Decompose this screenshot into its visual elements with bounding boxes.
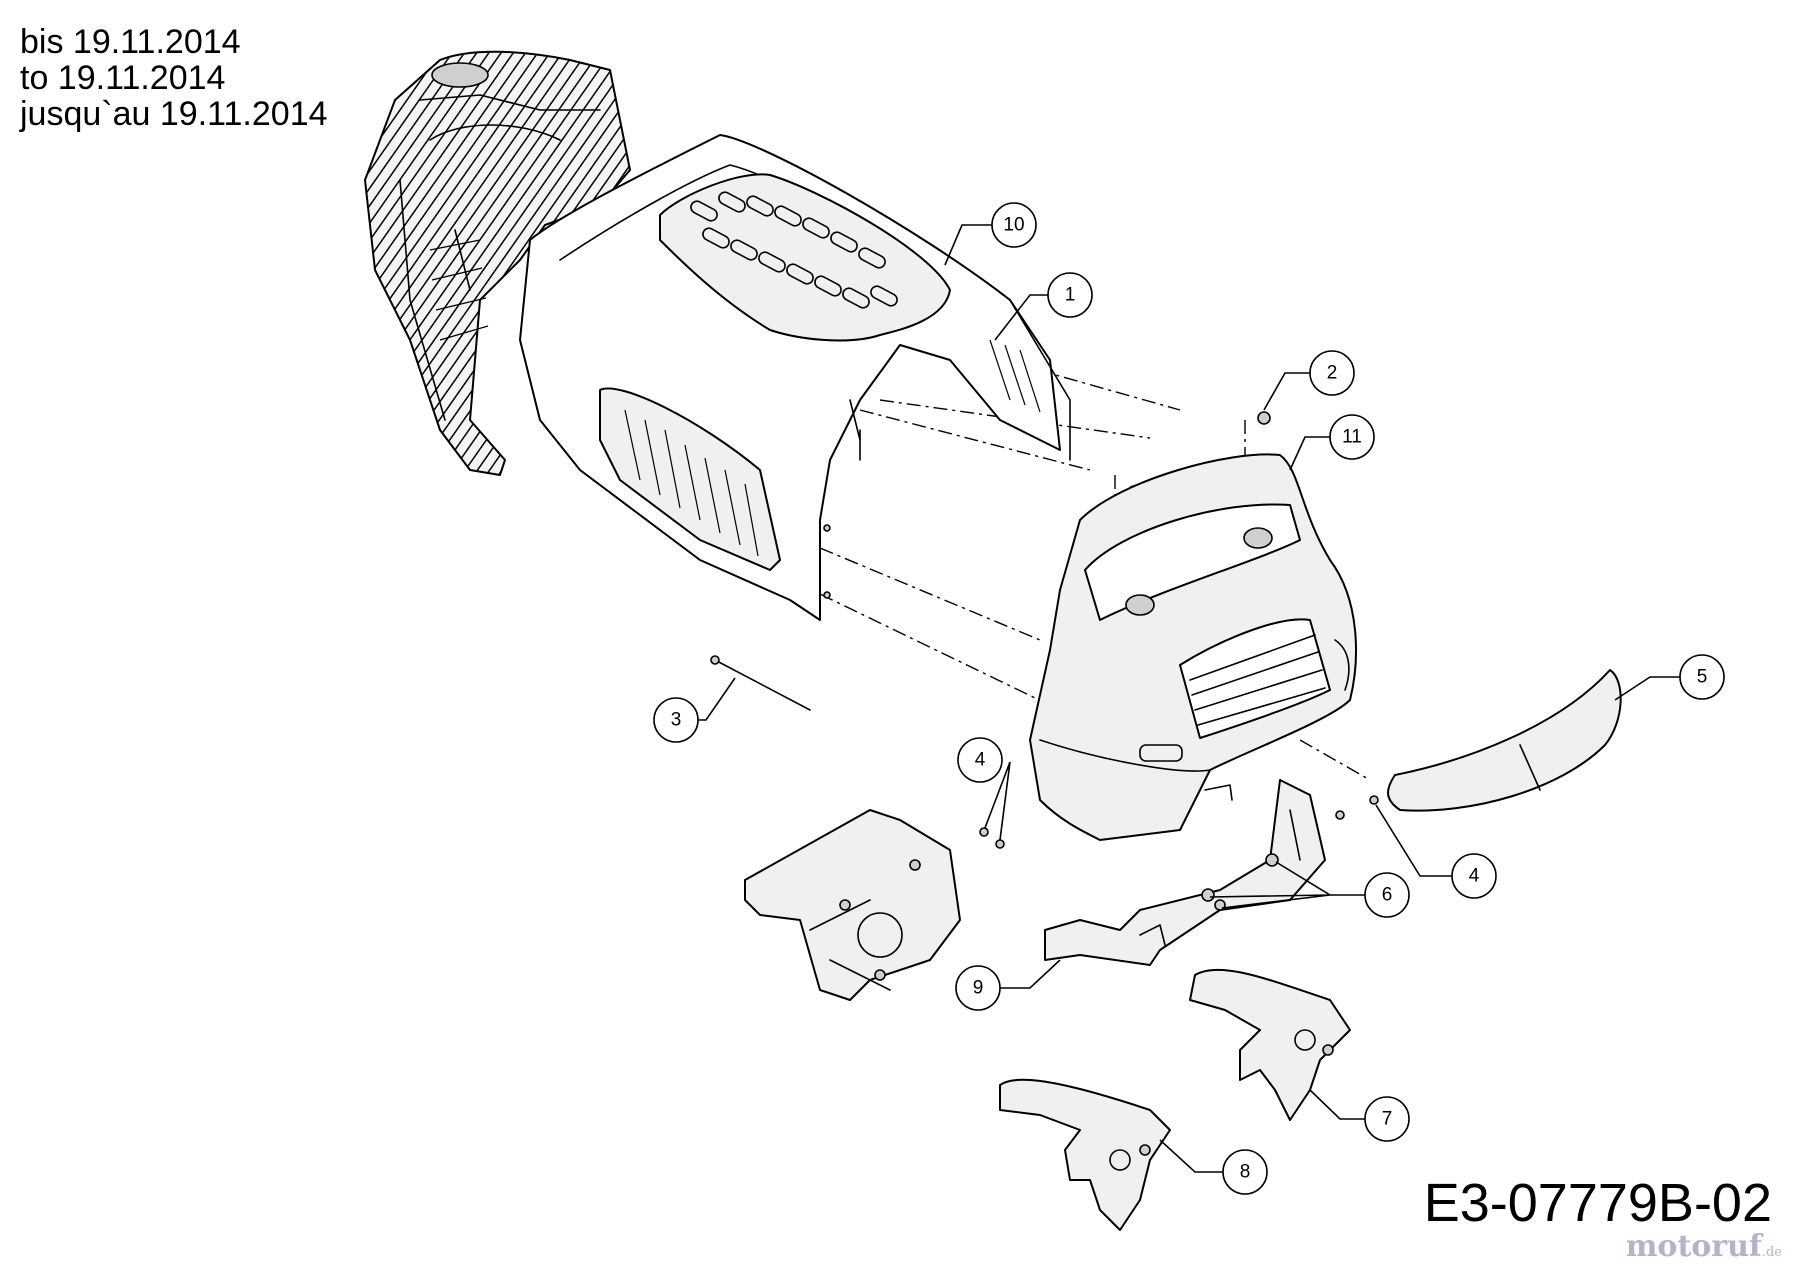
drawing-code: E3-07779B-02 <box>1423 1173 1772 1233</box>
hood <box>519 134 1071 621</box>
cable-tie <box>710 655 811 711</box>
screws <box>979 795 1379 849</box>
callout-1: 1 <box>1047 272 1093 318</box>
callout-8-label: 8 <box>1240 1162 1251 1183</box>
callout-3: 3 <box>653 697 699 743</box>
callout-9: 9 <box>955 965 1001 1011</box>
watermark-logo: motoruf.de <box>1626 1229 1782 1264</box>
callout-4-right-label: 4 <box>1469 866 1480 887</box>
callout-2-label: 2 <box>1327 363 1338 384</box>
callout-7: 7 <box>1364 1096 1410 1142</box>
callout-3-label: 3 <box>671 710 682 731</box>
callout-6: 6 <box>1364 872 1410 918</box>
callout-10-label: 10 <box>1003 215 1024 236</box>
callout-11: 11 <box>1329 414 1375 460</box>
callout-4-left: 4 <box>957 737 1003 783</box>
callout-7-label: 7 <box>1382 1109 1393 1130</box>
callout-10: 10 <box>991 202 1037 248</box>
validity-note: bis 19.11.2014 to 19.11.2014 jusqu`au 19… <box>20 24 328 132</box>
callout-9-label: 9 <box>973 978 984 999</box>
callout-4-right: 4 <box>1451 853 1497 899</box>
leader-lines <box>676 224 1680 1173</box>
callout-1-label: 1 <box>1065 285 1076 306</box>
validity-line-de: bis 19.11.2014 <box>20 23 241 61</box>
front-bumper <box>1387 669 1622 812</box>
callout-4-left-label: 4 <box>975 750 986 771</box>
callout-2: 2 <box>1309 350 1355 396</box>
grille-housing <box>1029 453 1357 841</box>
callout-5: 5 <box>1679 654 1725 700</box>
callout-8: 8 <box>1222 1149 1268 1195</box>
right-pivot-bracket <box>1189 968 1351 1121</box>
callout-11-label: 11 <box>1342 427 1362 448</box>
callout-6-label: 6 <box>1382 885 1393 906</box>
support-plate <box>744 809 961 1001</box>
validity-line-fr: jusqu`au 19.11.2014 <box>20 95 328 133</box>
hood-bracket <box>1044 779 1326 966</box>
watermark-brand: motoruf <box>1625 1229 1762 1264</box>
dashboard-panel <box>364 50 631 476</box>
watermark-tld: .de <box>1761 1245 1782 1260</box>
validity-line-en: to 19.11.2014 <box>20 59 226 97</box>
callout-5-label: 5 <box>1697 667 1708 688</box>
left-pivot-bracket <box>999 1078 1171 1231</box>
